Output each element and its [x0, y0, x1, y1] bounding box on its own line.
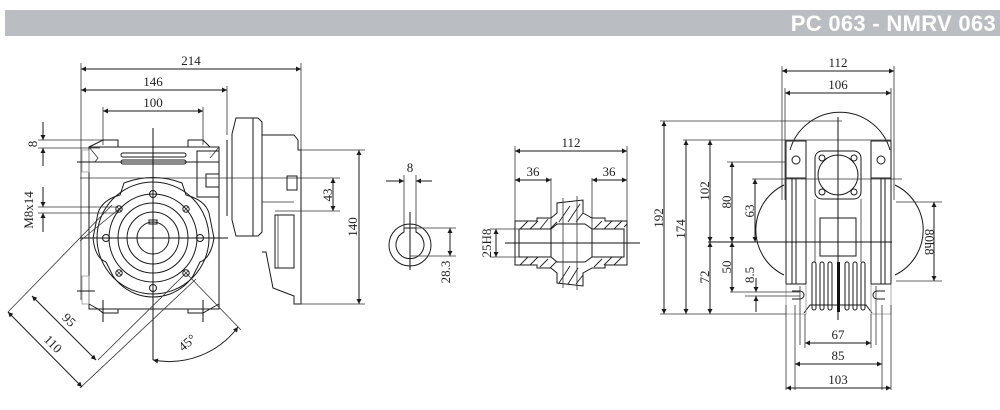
dim-angle: 45°: [152, 272, 242, 364]
dim-key-depth: 28.3: [410, 227, 456, 284]
dim-left-bore: 36: [515, 164, 551, 183]
keyway-view: 8 28.3: [386, 160, 456, 283]
svg-text:80: 80: [719, 196, 734, 209]
svg-text:102: 102: [697, 181, 712, 201]
svg-text:8: 8: [25, 141, 40, 148]
dim-adapter-height: 140: [301, 149, 365, 305]
dim-upper-height: 102: [697, 140, 713, 242]
svg-text:112: 112: [828, 55, 847, 70]
svg-text:50: 50: [719, 261, 734, 274]
svg-text:28.3: 28.3: [438, 261, 453, 284]
dim-overall-length: 214: [81, 53, 301, 72]
dim-bore-diameter: 25H8: [479, 229, 519, 258]
dim-key-width: 8: [386, 160, 432, 232]
dim-inner-width: 106: [785, 77, 891, 96]
dim-flange-thickness: 8: [25, 122, 118, 166]
svg-text:36: 36: [603, 164, 617, 179]
dim-shaft-length: 112: [515, 135, 627, 154]
svg-text:45°: 45°: [175, 331, 199, 354]
svg-text:43: 43: [320, 189, 335, 202]
svg-text:103: 103: [828, 372, 848, 387]
dim-thread: M8x14: [21, 187, 118, 232]
dim-base-inner: 67: [805, 327, 871, 346]
front-view: 214 146 100 8 M8x14: [7, 53, 365, 389]
dim-body-length: 146: [81, 74, 227, 93]
svg-text:80h8: 80h8: [922, 229, 937, 255]
dim-bore-height: 63: [742, 179, 758, 242]
svg-text:M8x14: M8x14: [21, 191, 36, 229]
svg-text:85: 85: [832, 348, 845, 363]
dim-housing-height: 174: [673, 140, 689, 314]
svg-text:106: 106: [828, 77, 848, 92]
svg-text:8: 8: [407, 160, 414, 175]
svg-text:192: 192: [651, 208, 666, 228]
dim-pilot-diameter: 80h8: [896, 201, 942, 282]
svg-text:174: 174: [673, 219, 688, 239]
svg-text:8.5: 8.5: [742, 267, 757, 283]
dim-base-outer: 103: [786, 372, 891, 391]
dim-adapter-offset: 43: [320, 178, 336, 211]
svg-text:25H8: 25H8: [479, 229, 494, 258]
dim-center-height: 50: [719, 242, 735, 292]
dim-lower-height: 72: [697, 242, 713, 314]
dim-right-bore: 36: [592, 164, 627, 183]
side-view: 112 106: [651, 55, 942, 391]
dim-foot-thickness: 8.5: [742, 267, 759, 312]
dim-flange-spacing: 100: [103, 95, 203, 114]
svg-text:214: 214: [181, 53, 201, 68]
svg-text:36: 36: [527, 164, 541, 179]
page-title: PC 063 - NMRV 063: [790, 11, 996, 36]
svg-text:112: 112: [561, 135, 580, 150]
dim-flange-height: 80: [719, 162, 735, 242]
svg-text:110: 110: [41, 332, 65, 356]
svg-text:140: 140: [345, 217, 360, 237]
svg-text:63: 63: [742, 205, 757, 218]
tapped-hole: [115, 205, 190, 277]
hollow-shaft-view: 112 36 36 25H8: [479, 135, 640, 290]
svg-text:72: 72: [697, 271, 712, 284]
dim-total-height: 192: [651, 121, 667, 314]
dim-base-mid: 85: [795, 348, 882, 367]
svg-text:146: 146: [143, 74, 163, 89]
svg-text:100: 100: [143, 95, 163, 110]
header-bar: PC 063 - NMRV 063: [5, 10, 1000, 36]
svg-text:67: 67: [832, 327, 846, 342]
dim-outer-width: 112: [782, 55, 894, 74]
